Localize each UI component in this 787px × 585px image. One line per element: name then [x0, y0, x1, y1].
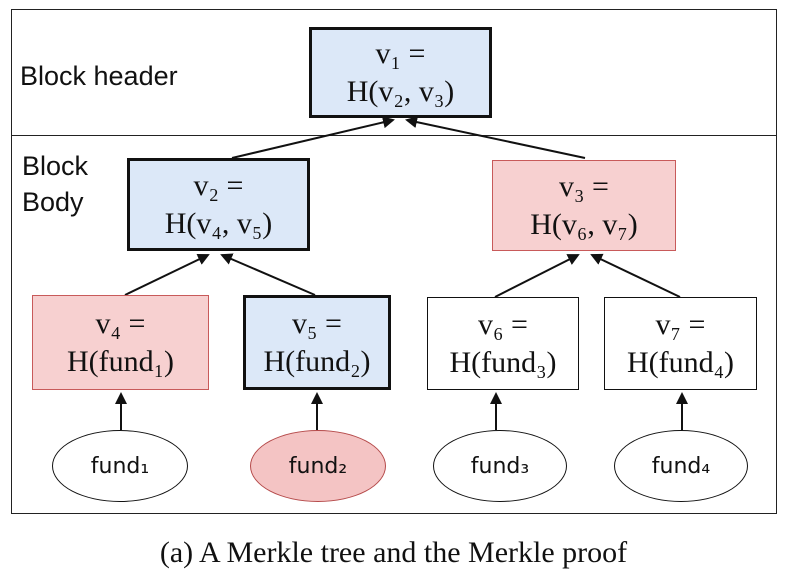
- node-v5: v₅ = H(fund₂): [243, 295, 391, 390]
- node-v4-line1: v₄ =: [95, 306, 146, 340]
- leaf-fund3: fund₃: [433, 430, 567, 502]
- block-body-label-line2: Body: [22, 187, 84, 217]
- edge-v3-to-v1: [405, 116, 586, 159]
- node-v6-line2: H(fund₃): [449, 345, 557, 379]
- block-frame: [11, 9, 777, 514]
- node-v7-line1: v₇ =: [655, 307, 706, 341]
- node-v4: v₄ = H(fund₁): [32, 295, 209, 390]
- node-v2-line2: H(v₄, v₅): [164, 206, 273, 240]
- header-body-divider: [11, 135, 777, 136]
- node-v3-line2: H(v₆, v₇): [530, 207, 638, 241]
- node-v5-line2: H(fund₂): [263, 344, 371, 378]
- figure-caption: (a) A Merkle tree and the Merkle proof: [159, 536, 628, 569]
- edge-v6-to-v3: [494, 254, 580, 298]
- node-v7-line2: H(fund₄): [626, 345, 735, 379]
- node-v2: v₂ = H(v₄, v₅): [127, 158, 310, 251]
- leaf-fund2-label: fund₂: [288, 453, 348, 479]
- node-v7: v₇ = H(fund₄): [604, 297, 757, 390]
- block-header-label: Block header: [20, 61, 178, 91]
- leaf-fund1: fund₁: [52, 430, 188, 502]
- leaf-fund3-label: fund₃: [470, 453, 530, 479]
- leaf-fund4-label: fund₄: [651, 453, 711, 479]
- leaf-fund1-label: fund₁: [90, 453, 150, 479]
- node-v3-line1: v₃ =: [559, 169, 609, 203]
- node-v6: v₆ = H(fund₃): [427, 297, 579, 390]
- edge-v4-to-v2: [124, 253, 210, 296]
- node-v5-line1: v₅ =: [292, 306, 342, 340]
- node-v2-line1: v₂ =: [193, 168, 244, 202]
- node-v3: v₃ = H(v₆, v₇): [492, 160, 676, 251]
- node-v1-line1: v₁ =: [375, 36, 426, 70]
- leaf-fund4: fund₄: [614, 430, 748, 502]
- block-body-label-line1: Block: [22, 151, 89, 181]
- node-v1: v₁ = H(v₂, v₃): [309, 27, 492, 118]
- edge-v7-to-v3: [590, 253, 681, 298]
- edge-v2-to-v1: [231, 116, 395, 159]
- edge-v5-to-v2: [220, 253, 316, 296]
- node-v4-line2: H(fund₁): [66, 344, 175, 378]
- leaf-fund2: fund₂: [250, 430, 386, 502]
- node-v6-line1: v₆ =: [478, 307, 528, 341]
- node-v1-line2: H(v₂, v₃): [346, 74, 455, 108]
